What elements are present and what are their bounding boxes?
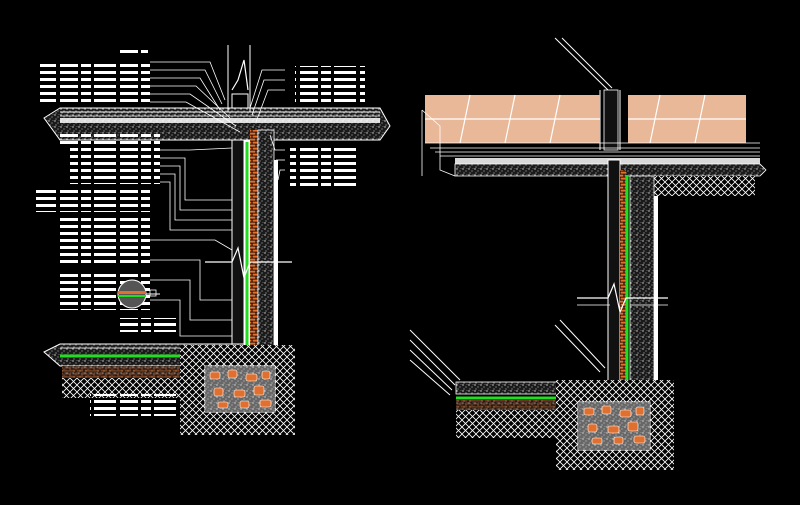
right-footing <box>556 380 674 470</box>
left-wall <box>205 129 292 361</box>
annotation-labels-right <box>290 66 365 190</box>
right-section <box>409 37 767 470</box>
detail-callout-circle <box>117 279 160 309</box>
slab-subbase-right <box>630 176 755 196</box>
break-symbol-top <box>227 45 251 112</box>
left-footing <box>62 345 295 435</box>
right-wall <box>577 159 668 398</box>
left-section <box>36 45 391 435</box>
annotation-labels-left <box>36 50 180 416</box>
upper-wall-right <box>554 37 621 151</box>
floor-tiles <box>421 94 767 177</box>
